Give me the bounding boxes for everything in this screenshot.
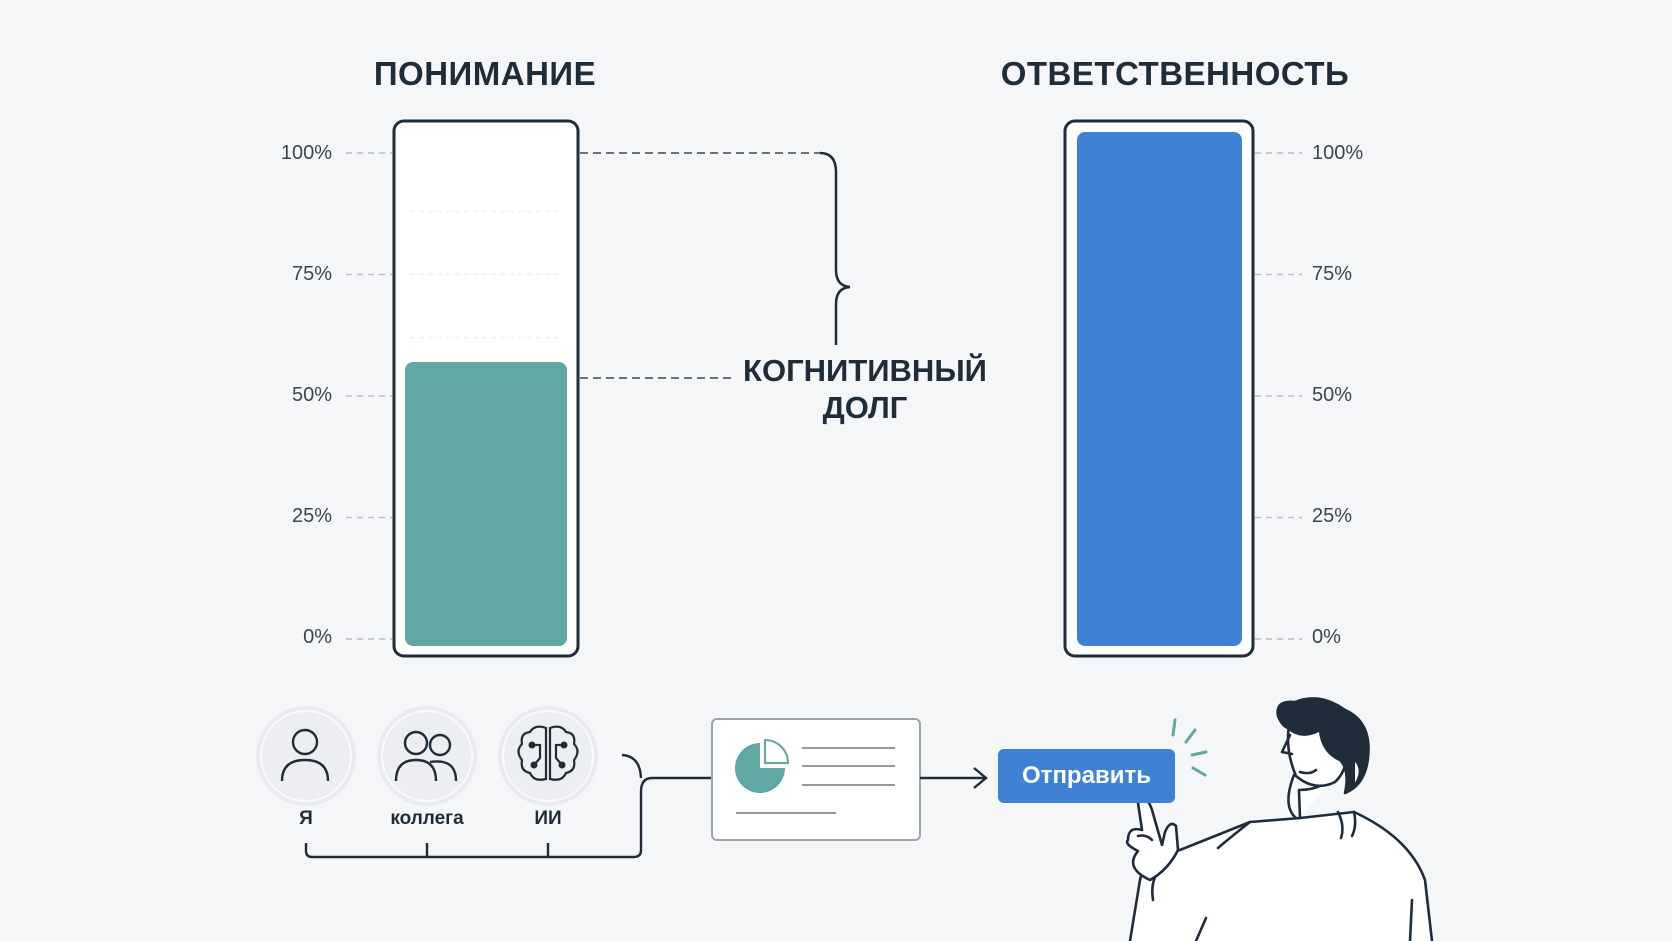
pie-chart-icon (735, 738, 790, 793)
sources-bracket (304, 753, 712, 859)
understanding-bar-fill (405, 361, 567, 646)
left-tick-label: 75% (291, 263, 332, 285)
send-button[interactable]: Отправить (998, 749, 1175, 803)
responsibility-chart (1063, 119, 1302, 658)
cognitive-debt-connectors (580, 151, 851, 379)
submit-arrow (920, 767, 988, 789)
right-tick-label: 100% (1312, 142, 1364, 164)
ai-source (498, 706, 598, 806)
left-tick-label: 100% (280, 142, 332, 164)
cognitive-debt-line1: КОГНИТИВНЫЙ (743, 353, 987, 388)
right-tick-label: 50% (1312, 384, 1353, 406)
debt-brace (819, 151, 851, 345)
document-text-lines (736, 747, 895, 814)
brain-circuit-icon (517, 725, 579, 781)
left-tick-label: 50% (291, 384, 332, 406)
understanding-title: ПОНИМАНИЕ (373, 55, 597, 92)
person-icon (280, 728, 330, 782)
responsibility-title: ОТВЕТСТВЕННОСТЬ (1000, 55, 1350, 92)
cognitive-debt-label: КОГНИТИВНЫЙ ДОЛГ (735, 352, 995, 426)
right-tick-label: 0% (1312, 626, 1341, 648)
person-illustration (1125, 697, 1434, 941)
left-tick-label: 0% (303, 626, 332, 648)
people-icon (394, 730, 458, 782)
understanding-chart (346, 119, 580, 658)
left-tick-dashes (346, 152, 392, 640)
responsibility-bar-fill (1077, 132, 1242, 646)
source-label-ai: ИИ (534, 808, 562, 829)
source-label-me: Я (299, 808, 313, 829)
right-tick-label: 75% (1312, 263, 1353, 285)
understanding-inner-grid (410, 210, 562, 339)
colleague-source (377, 706, 477, 806)
source-label-colleague: коллега (390, 808, 464, 829)
click-spark-icon (1171, 718, 1208, 777)
left-tick-label: 25% (291, 505, 332, 527)
me-source (256, 706, 356, 806)
right-tick-label: 25% (1312, 505, 1353, 527)
cognitive-debt-line2: ДОЛГ (822, 390, 908, 425)
report-document (711, 718, 921, 841)
right-tick-dashes (1255, 152, 1302, 640)
source-icons (256, 706, 598, 806)
